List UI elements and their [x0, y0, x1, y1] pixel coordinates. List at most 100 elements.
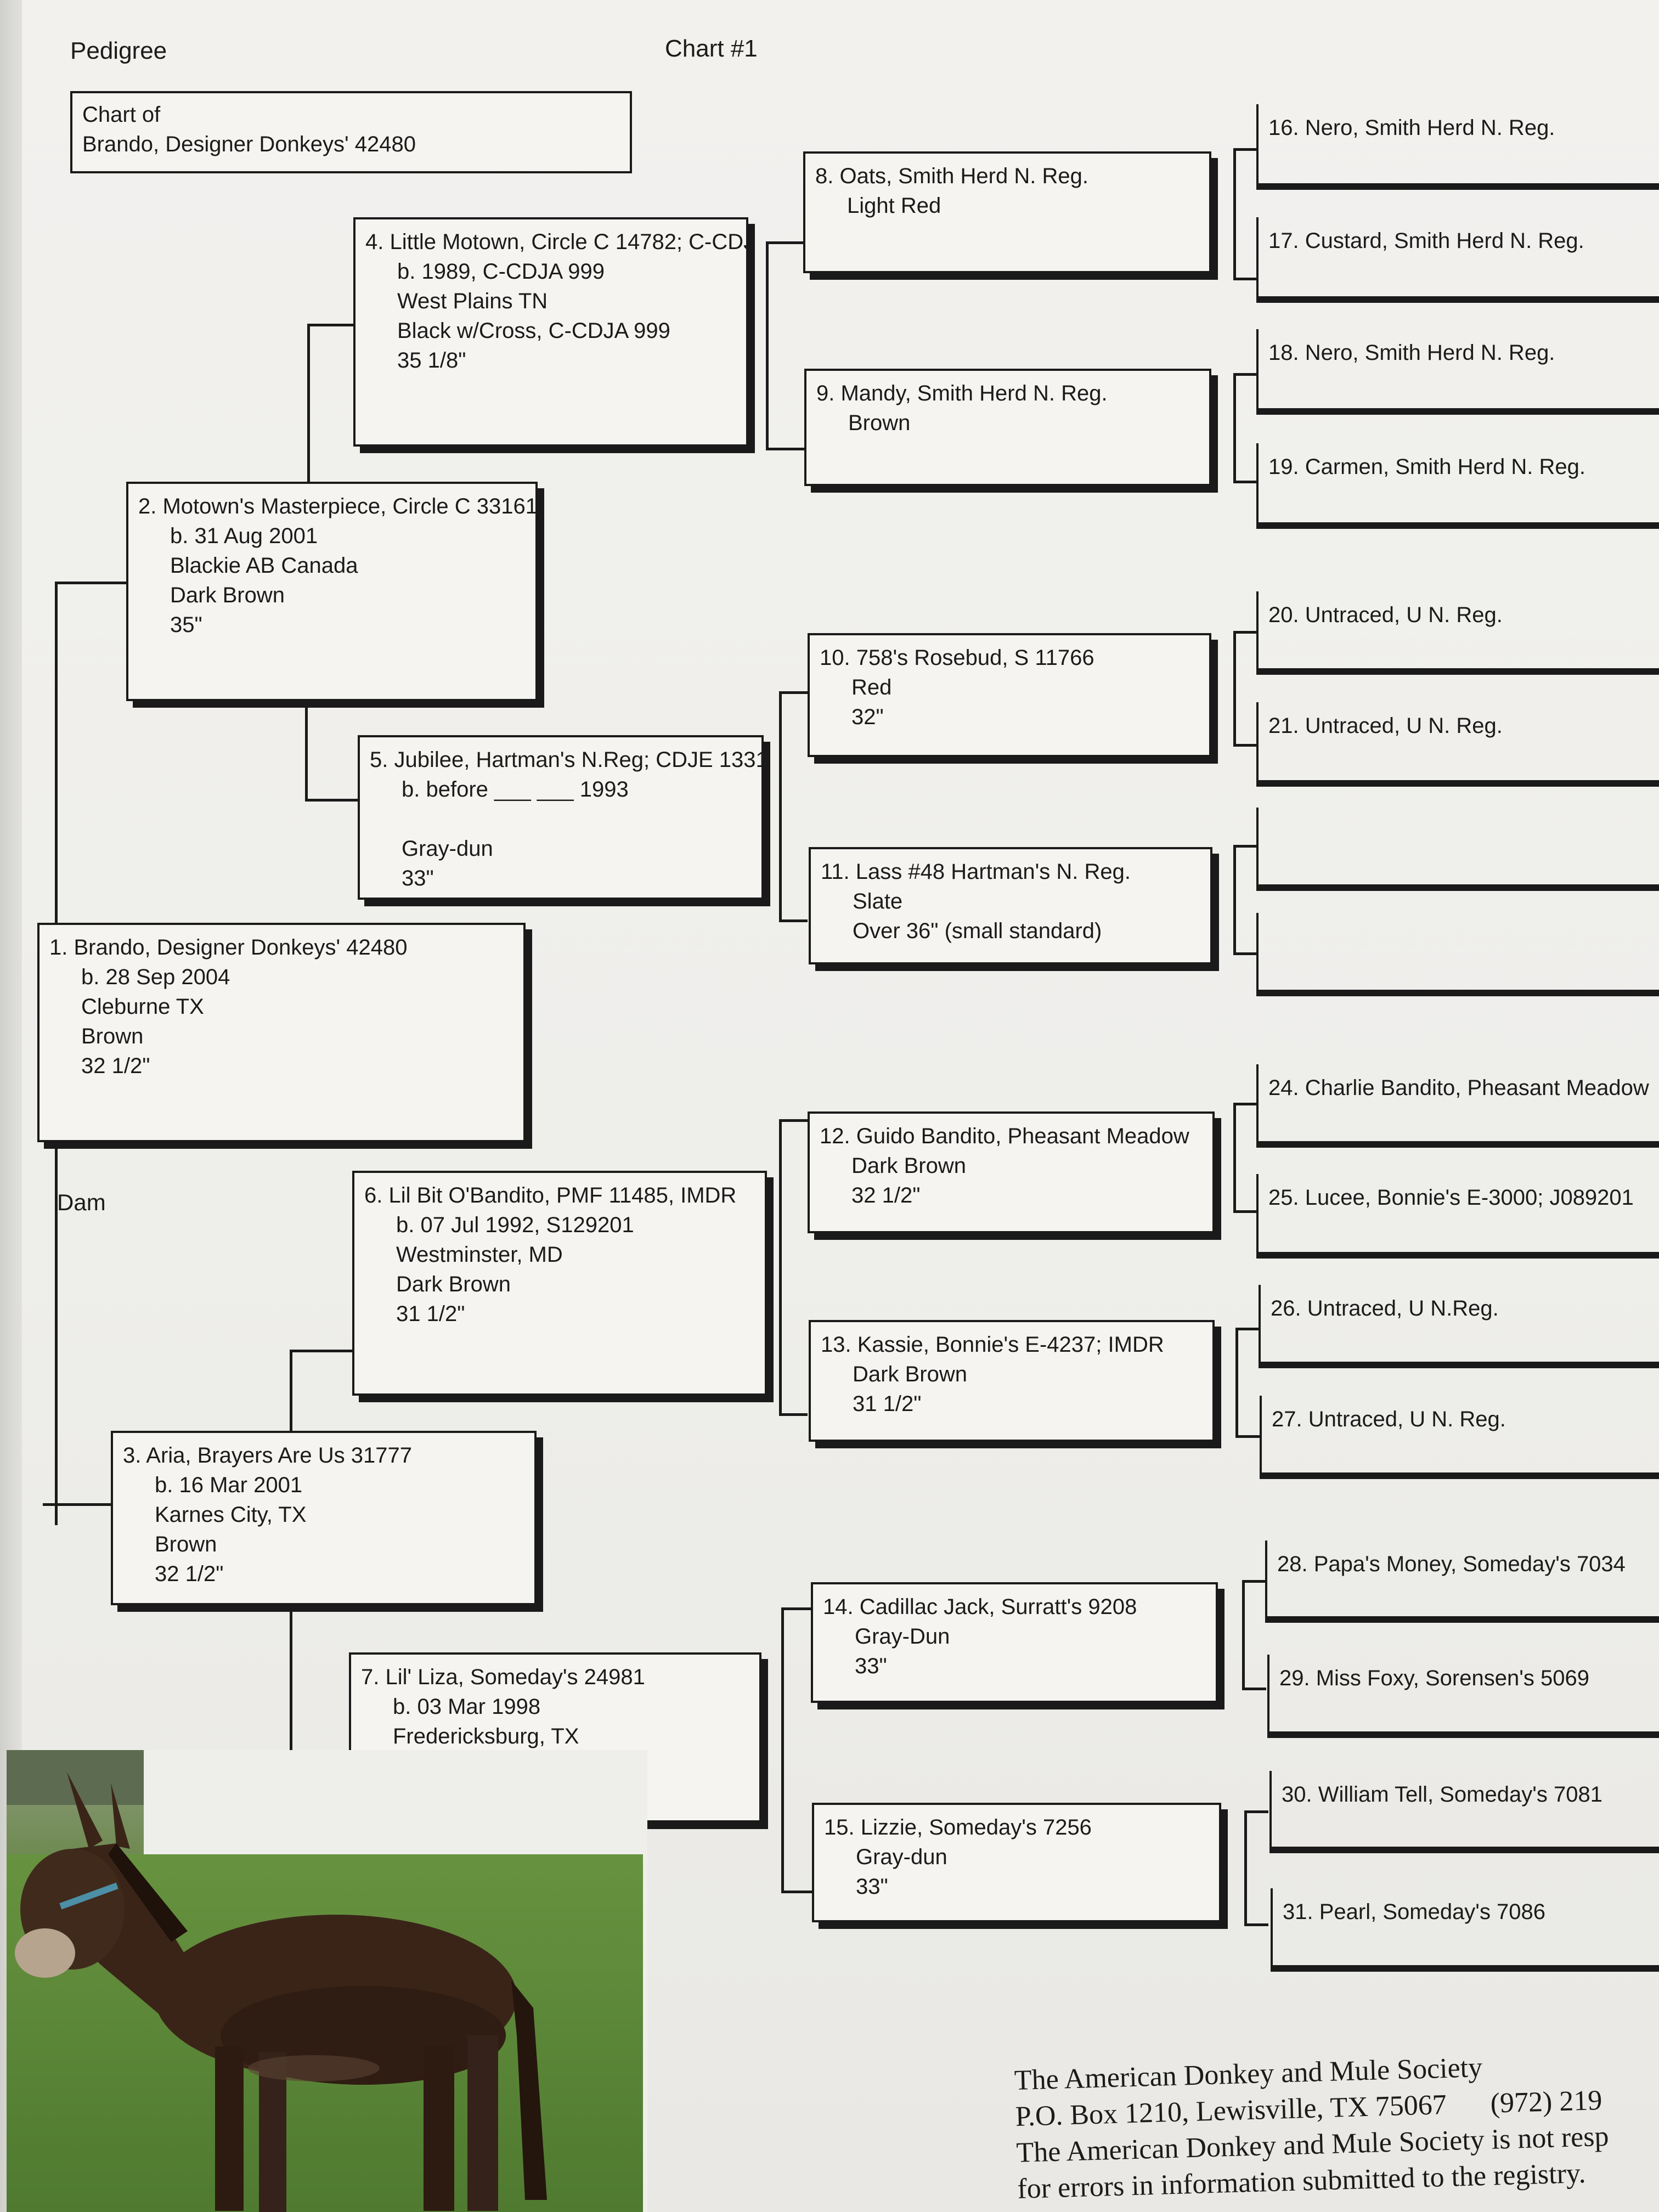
ancestor-slot-30: 30. William Tell, Someday's 7081 [1269, 1771, 1659, 1853]
connector-15-30-31 [1244, 1810, 1268, 1813]
ancestor-color: Slate [853, 889, 903, 913]
connector-8-16-17 [1233, 278, 1257, 280]
dam-label: Dam [57, 1189, 106, 1215]
connector-9-18-19 [1233, 373, 1236, 483]
connector-8-16-17 [1233, 148, 1236, 280]
connector-12-24-25 [1233, 1210, 1257, 1213]
connector-11-22-23 [1233, 845, 1236, 955]
header-pedigree: Pedigree [70, 37, 167, 64]
connector-1-2-3 [55, 582, 128, 584]
connector-6-12-13 [779, 1119, 808, 1122]
ancestor-name: 6. Lil Bit O'Bandito, PMF 11485, IMDR [364, 1183, 737, 1207]
sire-box-2: 2. Motown's Masterpiece, Circle C 33161 … [126, 482, 538, 701]
ancestor-slot-28: 28. Papa's Money, Someday's 7034 [1265, 1541, 1659, 1623]
ancestor-color: Gray-dun [402, 837, 493, 861]
ancestor-name: 15. Lizzie, Someday's 7256 [824, 1815, 1092, 1839]
ancestor-slot-18: 18. Nero, Smith Herd N. Reg. [1256, 329, 1659, 415]
donkey-photo-icon [7, 1750, 647, 2212]
subject-place: Cleburne TX [81, 995, 204, 1019]
dam-box-3: 3. Aria, Brayers Are Us 31777 b. 16 Mar … [111, 1431, 537, 1605]
connector-13-26-27 [1235, 1328, 1260, 1330]
connector-14-28-29 [1242, 1580, 1266, 1583]
connector-7-14-15 [781, 1607, 784, 1893]
connector-15-30-31 [1244, 1923, 1268, 1926]
ancestor-place: Fredericksburg, TX [393, 1724, 579, 1748]
subject-born: b. 28 Sep 2004 [81, 965, 230, 989]
connector-2-4-5 [305, 702, 308, 801]
connector-10-20-21 [1233, 744, 1257, 747]
ancestor-box-9: 9. Mandy, Smith Herd N. Reg. Brown [804, 369, 1211, 486]
connector-4-8-9 [766, 448, 804, 450]
chart-of-box: Chart of Brando, Designer Donkeys' 42480 [70, 91, 632, 173]
connector-7-14-15 [781, 1891, 812, 1893]
ancestor-box-6: 6. Lil Bit O'Bandito, PMF 11485, IMDR b.… [352, 1171, 767, 1396]
ancestor-height: 33" [856, 1875, 888, 1899]
ancestor-slot-22 [1256, 808, 1659, 891]
ancestor-name: 8. Oats, Smith Herd N. Reg. [815, 164, 1088, 188]
connector-6-12-13 [779, 1413, 808, 1416]
ancestor-name: 4. Little Motown, Circle C 14782; C-CDJA [365, 230, 748, 254]
connector-10-20-21 [1233, 631, 1257, 634]
ancestor-color: Brown [155, 1532, 217, 1556]
ancestor-color: Gray-Dun [855, 1624, 950, 1649]
ancestor-place: West Plains TN [397, 289, 548, 313]
ancestor-box-5: 5. Jubilee, Hartman's N.Reg; CDJE 1331 b… [358, 735, 764, 900]
ancestor-slot-19: 19. Carmen, Smith Herd N. Reg. [1256, 443, 1659, 529]
connector-2-4-5 [305, 799, 358, 802]
ancestor-slot-16: 16. Nero, Smith Herd N. Reg. [1256, 104, 1659, 190]
ancestor-height: 33" [402, 866, 434, 890]
ancestor-name: 13. Kassie, Bonnie's E-4237; IMDR [821, 1333, 1164, 1357]
subject-height: 32 1/2" [81, 1054, 150, 1078]
ancestor-box-11: 11. Lass #48 Hartman's N. Reg. Slate Ove… [809, 847, 1212, 964]
connector-3-6-7 [290, 1350, 352, 1352]
connector-7-14-15 [781, 1607, 812, 1610]
connector-13-26-27 [1235, 1328, 1238, 1437]
ancestor-slot-24: 24. Charlie Bandito, Pheasant Meadow [1256, 1064, 1659, 1148]
subject-name: 1. Brando, Designer Donkeys' 42480 [49, 935, 408, 960]
connector-8-16-17 [1233, 148, 1257, 151]
connector-14-28-29 [1242, 1580, 1245, 1690]
ancestor-box-8: 8. Oats, Smith Herd N. Reg. Light Red [803, 151, 1211, 273]
subject-color: Brown [81, 1024, 144, 1048]
connector-12-24-25 [1233, 1103, 1236, 1212]
connector-5-10-11 [779, 691, 782, 922]
ancestor-slot-21: 21. Untraced, U N. Reg. [1256, 702, 1659, 787]
connector-10-20-21 [1233, 631, 1236, 746]
connector-4-8-9 [766, 241, 769, 450]
ancestor-color: Black w/Cross, C-CDJA 999 [397, 319, 670, 343]
ancestor-slot-26: 26. Untraced, U N.Reg. [1259, 1285, 1659, 1368]
ancestor-born: b. 16 Mar 2001 [155, 1473, 303, 1497]
ancestor-height [816, 438, 1199, 467]
ancestor-box-14: 14. Cadillac Jack, Surratt's 9208 Gray-D… [811, 1582, 1218, 1703]
ancestor-slot-17: 17. Custard, Smith Herd N. Reg. [1256, 217, 1659, 303]
ancestor-name: 14. Cadillac Jack, Surratt's 9208 [823, 1595, 1137, 1619]
footer-phone: (972) 219 [1489, 2085, 1603, 2119]
ancestor-color: Light Red [847, 194, 941, 218]
ancestor-name: 12. Guido Bandito, Pheasant Meadow [820, 1124, 1189, 1148]
ancestor-slot-31: 31. Pearl, Someday's 7086 [1271, 1888, 1659, 1972]
connector-3-6-7 [290, 1350, 292, 1431]
ancestor-color: Brown [848, 411, 911, 435]
ancestor-slot-29: 29. Miss Foxy, Sorensen's 5069 [1267, 1655, 1659, 1738]
connector-6-12-13 [779, 1119, 782, 1415]
ancestor-height: 32 1/2" [851, 1183, 921, 1207]
ancestor-box-15: 15. Lizzie, Someday's 7256 Gray-dun 33" [812, 1803, 1221, 1922]
ancestor-born: b. 07 Jul 1992, S129201 [396, 1213, 634, 1237]
ancestor-color: Gray-dun [856, 1845, 947, 1869]
connector-5-10-11 [779, 691, 808, 694]
ancestor-name: 3. Aria, Brayers Are Us 31777 [123, 1443, 412, 1468]
ancestor-height: Over 36" (small standard) [853, 919, 1102, 943]
ancestor-color: Red [851, 675, 892, 699]
ancestor-color: Dark Brown [170, 583, 285, 607]
connector-14-28-29 [1242, 1688, 1266, 1690]
ancestor-name: 11. Lass #48 Hartman's N. Reg. [821, 860, 1131, 884]
ancestor-color: Dark Brown [396, 1272, 511, 1296]
ancestor-slot-25: 25. Lucee, Bonnie's E-3000; J089201 [1256, 1174, 1659, 1259]
ancestor-name: 5. Jubilee, Hartman's N.Reg; CDJE 1331 [370, 748, 764, 772]
connector-13-26-27 [1235, 1435, 1260, 1438]
chart-of-subject: Brando, Designer Donkeys' 42480 [82, 132, 416, 156]
ancestor-height: 32" [851, 705, 884, 729]
ancestor-place: Karnes City, TX [155, 1503, 307, 1527]
ancestor-height [815, 221, 1199, 250]
ancestor-color: Dark Brown [853, 1362, 967, 1386]
